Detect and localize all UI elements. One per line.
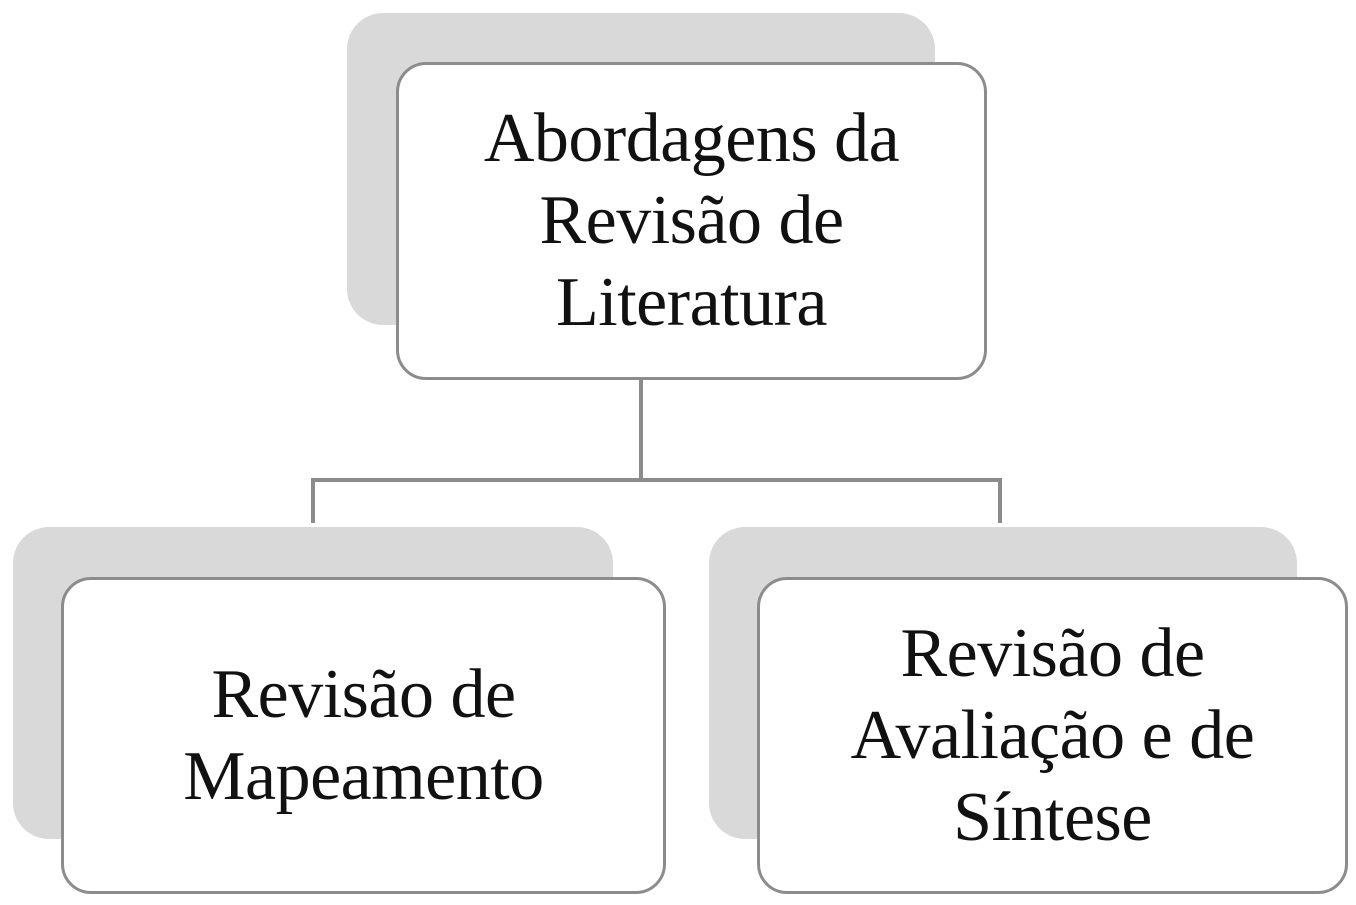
root-node: Abordagens da Revisão de Literatura	[396, 62, 987, 380]
child-node-mapeamento: Revisão de Mapeamento	[61, 577, 666, 894]
root-node-label: Abordagens da Revisão de Literatura	[483, 100, 900, 341]
child-node-avaliacao-sintese-label: Revisão de Avaliação e de Síntese	[850, 614, 1255, 856]
child-node-avaliacao-sintese: Revisão de Avaliação e de Síntese	[757, 577, 1348, 894]
child-node-mapeamento-label: Revisão de Mapeamento	[183, 655, 544, 815]
